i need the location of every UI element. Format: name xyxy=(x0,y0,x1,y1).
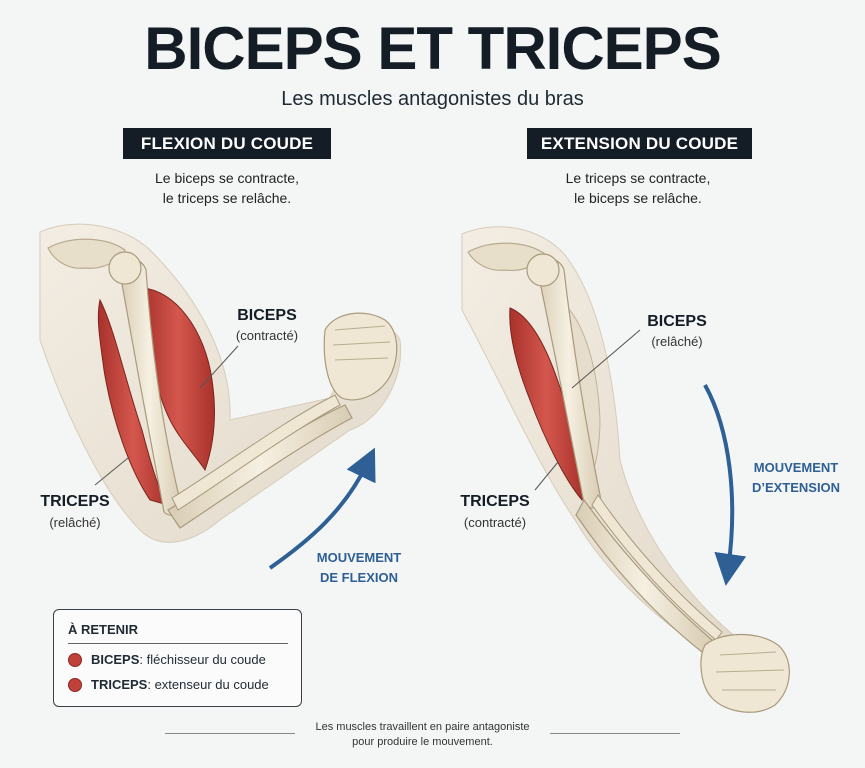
flexion-triceps-label: TRICEPS xyxy=(30,492,120,511)
retenir-divider xyxy=(68,643,288,644)
extension-skin-silhouette xyxy=(462,227,740,660)
retenir-item-biceps-name: BICEPS xyxy=(91,652,139,667)
retenir-item-triceps-name: TRICEPS xyxy=(91,677,147,692)
retenir-item-triceps: TRICEPS : extenseur du coude xyxy=(68,677,269,692)
extension-triceps-state: (contracté) xyxy=(450,515,540,530)
biceps-dot-icon xyxy=(68,653,82,667)
triceps-dot-icon xyxy=(68,678,82,692)
footer-divider-left xyxy=(165,733,295,734)
retenir-item-biceps: BICEPS : fléchisseur du coude xyxy=(68,652,266,667)
extension-triceps-label: TRICEPS xyxy=(450,492,540,511)
retenir-item-triceps-text: : extenseur du coude xyxy=(147,677,268,692)
extension-movement-line2: D’EXTENSION xyxy=(736,478,856,498)
footer-line2: pour produire le mouvement. xyxy=(300,735,545,750)
footer-note: Les muscles travaillent en paire antagon… xyxy=(300,720,545,750)
flexion-biceps-state: (contracté) xyxy=(222,328,312,343)
flexion-movement-label: MOUVEMENT DE FLEXION xyxy=(304,548,414,588)
retenir-item-biceps-text: : fléchisseur du coude xyxy=(139,652,265,667)
flexion-humeral-head xyxy=(109,252,141,284)
flexion-movement-line2: DE FLEXION xyxy=(304,568,414,588)
footer-divider-right xyxy=(550,733,680,734)
flexion-biceps-label: BICEPS xyxy=(222,306,312,325)
extension-biceps-state: (relâché) xyxy=(632,334,722,349)
extension-humeral-head xyxy=(527,254,559,286)
extension-movement-line1: MOUVEMENT xyxy=(736,458,856,478)
extension-fist xyxy=(701,634,789,712)
flexion-movement-line1: MOUVEMENT xyxy=(304,548,414,568)
extension-arrow xyxy=(705,385,732,570)
footer-line1: Les muscles travaillent en paire antagon… xyxy=(300,720,545,735)
retenir-box: À RETENIR BICEPS : fléchisseur du coude … xyxy=(53,609,302,707)
flexion-triceps-state: (relâché) xyxy=(30,515,120,530)
retenir-title: À RETENIR xyxy=(68,622,138,637)
extension-movement-label: MOUVEMENT D’EXTENSION xyxy=(736,458,856,498)
extension-biceps-label: BICEPS xyxy=(632,312,722,331)
